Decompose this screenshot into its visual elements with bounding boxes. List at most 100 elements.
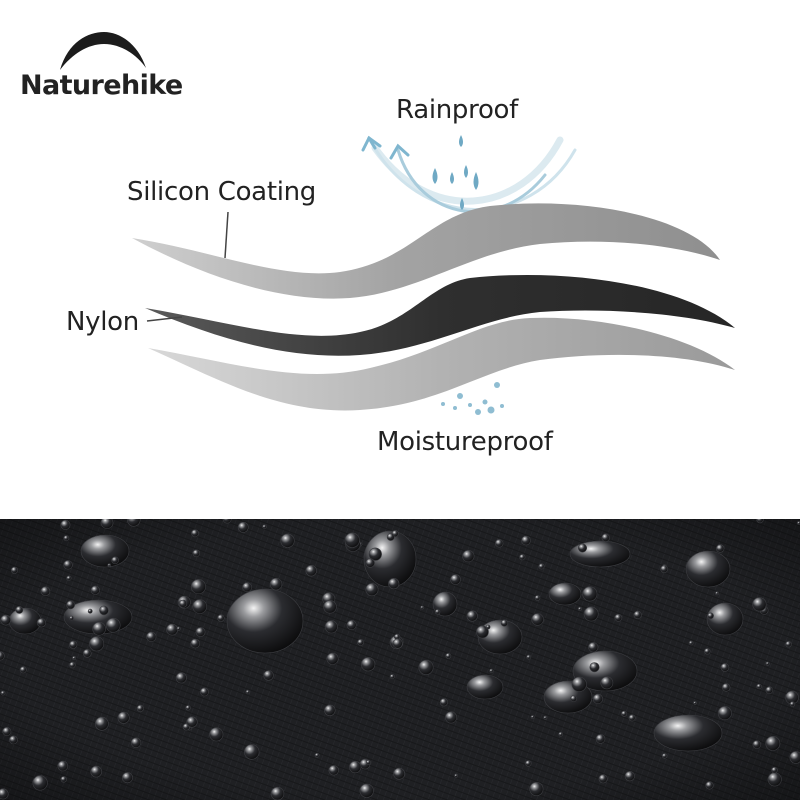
mountain-arc-icon [60, 32, 146, 70]
water-drop [126, 519, 141, 527]
water-drop [771, 766, 778, 774]
water-drop [270, 786, 285, 800]
water-drop [365, 583, 379, 597]
water-drop [10, 566, 19, 574]
water-drop [485, 624, 491, 630]
water-drop [558, 731, 564, 737]
water-drop [420, 605, 425, 610]
water-drop [756, 519, 764, 524]
water-drop [40, 586, 51, 596]
water-drop [190, 638, 200, 649]
water-drop [176, 626, 181, 631]
water-drop [534, 595, 541, 601]
water-drop [475, 625, 489, 639]
water-drop [386, 533, 395, 541]
water-drop [444, 711, 457, 724]
water-drop [32, 775, 48, 791]
water-drop [175, 672, 187, 684]
water-drop [628, 714, 636, 722]
water-drop [571, 676, 587, 692]
water-drop [569, 540, 631, 568]
water-drop [328, 765, 339, 776]
water-drop [570, 695, 577, 702]
water-drop [685, 550, 731, 588]
water-drop [0, 614, 11, 626]
water-drop [121, 772, 133, 784]
label-nylon: Nylon [66, 307, 139, 337]
water-drop [588, 642, 599, 653]
water-drop [305, 564, 317, 577]
water-drop [707, 612, 714, 620]
water-drop [263, 670, 274, 681]
water-drop [525, 760, 532, 767]
water-drop [186, 716, 198, 728]
water-drop [0, 788, 9, 800]
water-drop [538, 563, 545, 570]
water-droplets-photo [0, 519, 800, 800]
water-drop [765, 661, 770, 666]
water-drop [94, 716, 109, 731]
water-drop [87, 608, 93, 614]
moisture-dots-icon [441, 382, 504, 415]
fabric-layer-diagram [132, 135, 735, 415]
water-drop [530, 715, 535, 719]
water-drop [146, 631, 157, 642]
water-drop [66, 575, 72, 581]
water-drop [136, 704, 144, 712]
water-drop [69, 661, 76, 669]
water-drop [130, 737, 142, 748]
water-drop [704, 648, 711, 655]
water-drop [715, 544, 725, 553]
water-drop [82, 649, 92, 658]
rain-drops-icon [432, 135, 479, 210]
brand-logo: Naturehike [20, 30, 185, 105]
water-drop [60, 519, 71, 530]
water-drop [0, 690, 6, 696]
water-drop [466, 674, 504, 700]
water-drop [715, 591, 719, 596]
water-drop [92, 621, 106, 636]
water-drop [19, 666, 27, 674]
water-drop [392, 638, 403, 649]
water-drop [117, 711, 130, 724]
water-drop [660, 565, 669, 573]
water-drop [688, 640, 694, 646]
water-drop [8, 607, 42, 635]
water-drop [192, 599, 207, 614]
water-drop [624, 771, 635, 782]
water-drop [589, 662, 600, 673]
water-drop [614, 613, 623, 622]
water-drop [466, 610, 478, 622]
water-drop [2, 727, 12, 737]
water-drop [357, 639, 364, 646]
water-drop [217, 614, 225, 622]
water-drop [529, 781, 544, 796]
breathable-arrows-icon [361, 135, 577, 214]
water-drop [72, 656, 77, 661]
silicon-coating-layer [132, 203, 720, 299]
water-drop [450, 574, 461, 585]
water-drop [521, 535, 531, 546]
water-drop [462, 549, 475, 563]
water-drop [548, 582, 582, 606]
water-drop [393, 767, 405, 780]
water-drop [595, 734, 606, 744]
water-drop [621, 710, 628, 717]
water-drop [166, 623, 178, 636]
water-drop [346, 620, 357, 631]
water-drop [90, 585, 100, 595]
water-drop [445, 652, 452, 659]
water-drop [245, 689, 251, 695]
water-drop [226, 588, 304, 654]
water-drop [765, 686, 774, 694]
water-drop [693, 701, 697, 705]
water-drop [495, 539, 504, 548]
water-drop [633, 610, 642, 619]
water-drop [598, 774, 608, 784]
water-drop [66, 600, 75, 610]
water-drop [90, 765, 102, 778]
water-drop [178, 599, 188, 608]
water-drop [262, 524, 267, 529]
water-drop [434, 609, 441, 615]
